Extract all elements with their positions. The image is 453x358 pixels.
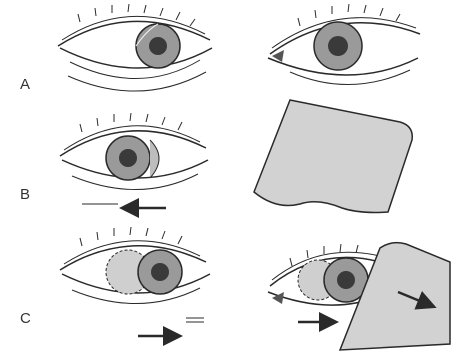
pupil — [149, 37, 167, 55]
eye-b-left — [60, 113, 208, 208]
row-label-a: A — [20, 76, 30, 93]
eye-a-right — [268, 4, 420, 85]
row-label-c: C — [20, 310, 31, 327]
eye-c-left — [60, 227, 210, 336]
gray-card-b — [254, 100, 412, 213]
pupil — [328, 36, 348, 56]
pupil — [337, 271, 355, 289]
eyelash-marks — [80, 227, 182, 246]
eye-a-left — [58, 4, 212, 91]
row-label-b: B — [20, 186, 30, 203]
pupil — [119, 149, 137, 167]
pupil — [151, 263, 169, 281]
